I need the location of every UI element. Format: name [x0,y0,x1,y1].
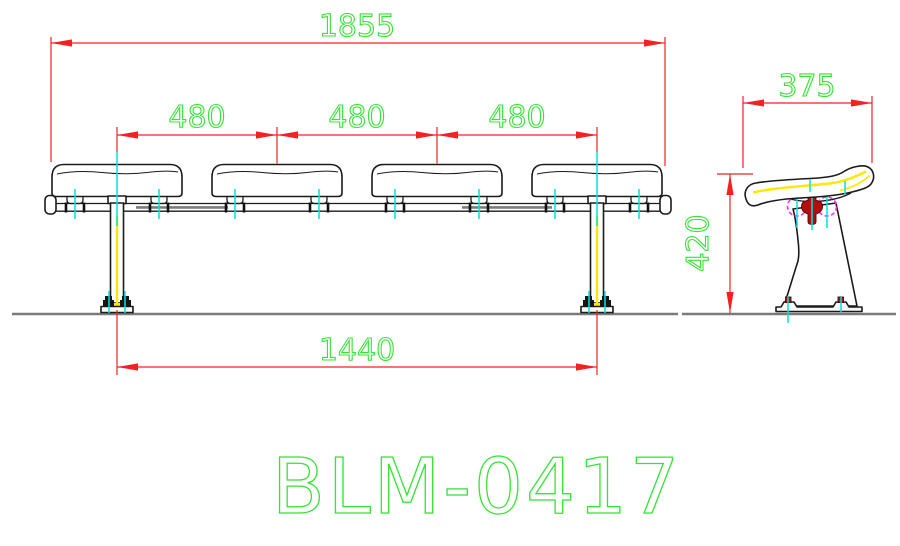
dim-text-480-3: 480 [488,100,545,135]
model-number: BLM-0417 [272,443,682,532]
dim-text-480-2: 480 [328,100,385,135]
dim-seat-pitch: 480 480 480 [116,99,598,164]
dim-overall-width: 1855 [50,8,666,166]
seat-3 [371,163,503,198]
front-view: 1855 480 480 480 1440 [12,8,678,375]
clip [64,189,86,219]
clip [468,189,490,219]
seat-2 [211,163,343,198]
clip [384,189,406,219]
clip [544,189,566,219]
side-leg [775,202,863,323]
rail-end-cap-right [659,194,672,215]
dim-text-480-1: 480 [168,100,225,135]
seat-cushion-stripe [752,170,867,194]
dim-seat-depth: 375 [742,68,873,168]
leg-right [580,152,614,375]
clip [628,189,650,219]
dim-text-420: 420 [681,214,716,271]
seat-mounting-clips [64,189,650,219]
dim-seat-height: 420 [680,173,753,313]
leg-left [100,152,134,375]
clip [308,189,330,219]
seat-cushion-stripe-2 [839,174,871,192]
rail-end-cap-left [44,194,57,215]
dim-leg-spacing: 1440 [117,332,597,371]
dim-text-1855: 1855 [319,9,395,44]
dim-text-1440: 1440 [319,333,395,368]
dim-text-375: 375 [778,69,835,104]
side-seat [744,165,875,207]
clip [224,189,246,219]
clip [148,189,170,219]
side-view: 375 420 [680,68,896,323]
bench-rail [44,194,672,215]
